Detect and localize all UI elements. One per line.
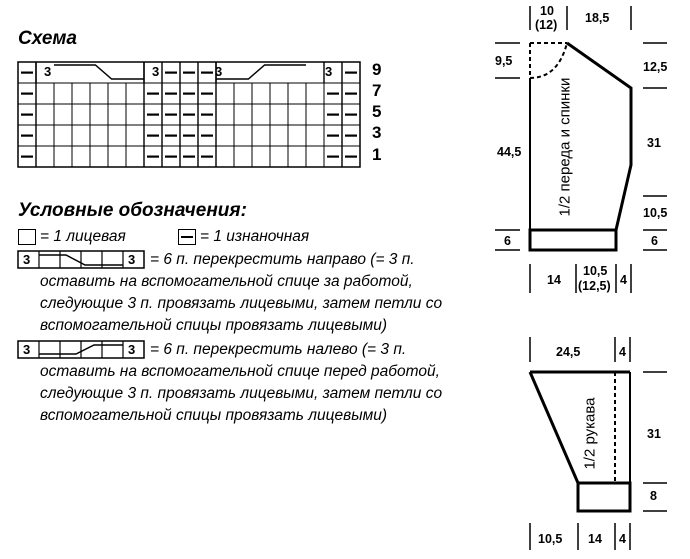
grid-cable-number: 3 [152,64,160,79]
legend-cable-right-line-3: следующие 3 п. провязать лицевыми, затем… [40,295,443,312]
body-bottom-left: 14 [547,273,561,287]
sleeve-bottom-left: 10,5 [538,532,563,546]
legend-knit: = 1 лицевая [40,228,126,245]
cable-right-symbol-icon [17,250,145,269]
sleeve-length: 31 [647,427,661,441]
sleeve-bottom-right: 4 [619,532,626,546]
cable-left-number: 3 [128,342,136,357]
body-neck-width: 10 [540,4,554,18]
legend-cable-right-line-4: вспомогательной спицы провязать лицевыми… [40,317,388,334]
row-number-7: 7 [372,81,382,100]
sleeve-top-width: 24,5 [556,345,581,359]
body-bottom-right: 4 [620,273,627,287]
legend-cable-left-line-1: = 6 п. перекрестить налево (= 3 п. [150,341,407,358]
sleeve-bottom-mid: 14 [588,532,602,546]
cable-right-number: 3 [23,252,31,267]
row-number-3: 3 [372,123,382,142]
body-bottom-mid: 10,5 [583,264,608,278]
body-neck-depth: 9,5 [495,54,513,68]
body-bottom-mid-alt: (12,5) [578,279,611,293]
body-shoulder: 18,5 [585,11,610,25]
purl-symbol-icon [178,229,196,245]
cable-left-symbol-icon [17,340,145,359]
sleeve-pattern-label: 1/2 рукава [581,397,599,470]
body-rib-right: 6 [651,234,658,248]
scheme-title: Схема [18,28,78,49]
sleeve-cuff: 8 [650,489,657,503]
legend-cable-right-line-1: = 6 п. перекрестить направо (= 3 п. [150,251,415,268]
body-armhole-side: 31 [647,136,661,150]
grid-cable-number: 3 [215,64,223,79]
cable-left-number: 3 [23,342,31,357]
grid-cable-number: 3 [44,64,52,79]
legend-cable-left-line-2: оставить на вспомогательной спице перед … [40,363,440,380]
body-side-lower: 10,5 [643,206,668,220]
grid-cable-number: 3 [325,64,333,79]
body-total-height: 44,5 [497,145,522,159]
row-number-9: 9 [372,60,382,79]
legend-cable-left-line-3: следующие 3 п. провязать лицевыми, затем… [40,385,443,402]
body-shoulder-drop: 12,5 [643,60,668,74]
legend-cable-left-line-4: вспомогательной спицы провязать лицевыми… [40,407,388,424]
body-neck-width-alt: (12) [535,18,558,32]
body-rib-left: 6 [504,234,511,248]
row-number-5: 5 [372,102,382,121]
row-number-1: 1 [372,145,382,164]
legend-cable-right-line-2: оставить на вспомогательной спице за раб… [40,273,413,290]
sleeve-top-right: 4 [619,345,626,359]
legend-purl: = 1 изнаночная [200,228,310,245]
cable-right-number: 3 [128,252,136,267]
knit-symbol-icon [18,229,36,245]
legend-title: Условные обозначения: [18,200,247,221]
